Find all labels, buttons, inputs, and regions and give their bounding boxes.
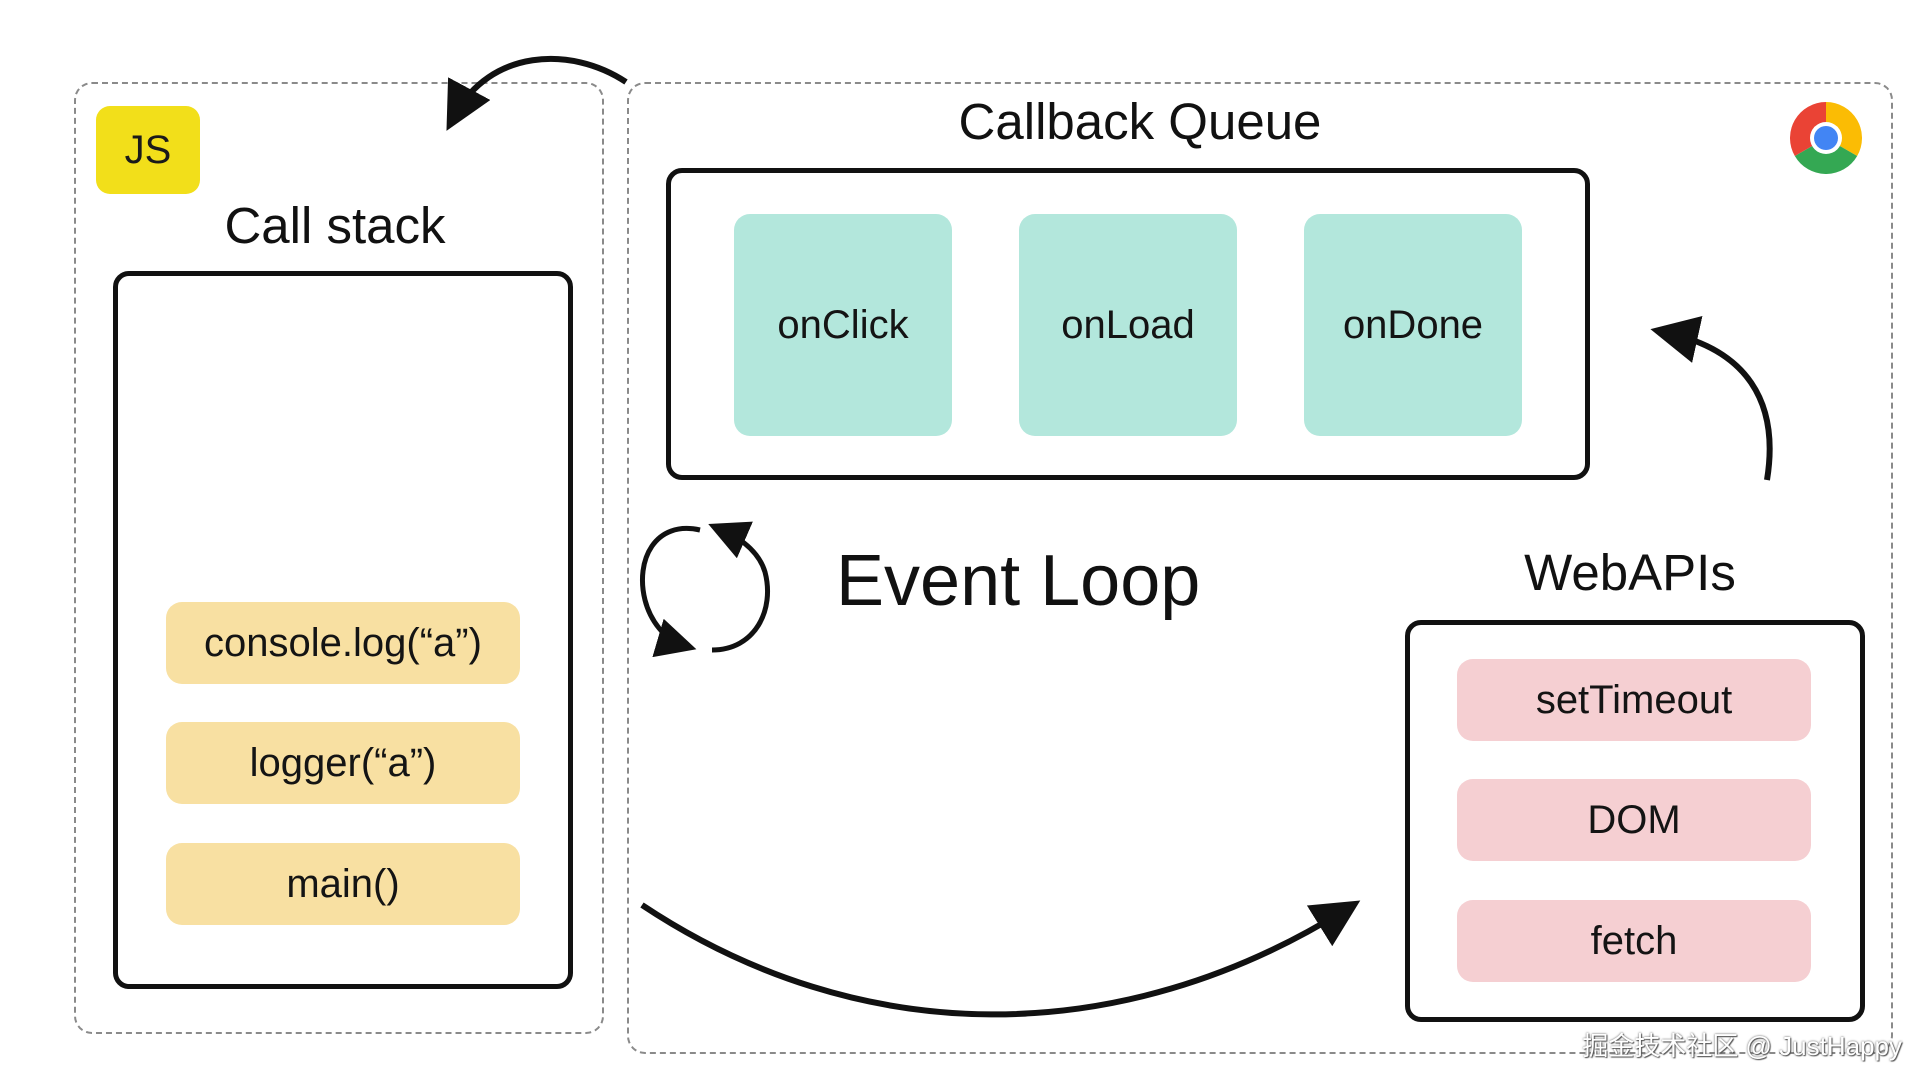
webapi-item-settimeout: setTimeout [1457, 659, 1811, 741]
browser-region [627, 82, 1893, 1054]
stack-frame-logger: logger(“a”) [166, 722, 520, 804]
js-logo-label: JS [124, 127, 172, 172]
stack-frame-console-log: console.log(“a”) [166, 602, 520, 684]
stack-frame-main: main() [166, 843, 520, 925]
queue-item-onload: onLoad [1019, 214, 1237, 436]
event-loop-cycle-icon [639, 521, 771, 658]
webapi-item-fetch: fetch [1457, 900, 1811, 982]
webapi-item-dom: DOM [1457, 779, 1811, 861]
call-stack-title: Call stack [224, 197, 446, 254]
watermark: 掘金技术社区 @ JustHappy [1582, 1031, 1902, 1061]
event-loop-label: Event Loop [836, 541, 1201, 621]
arrow-stack-from-queue [446, 55, 628, 131]
queue-item-ondone: onDone [1304, 214, 1522, 436]
js-engine-region [74, 82, 604, 1034]
js-logo: JS [96, 106, 200, 194]
queue-item-onclick: onClick [734, 214, 952, 436]
webapis-title: WebAPIs [1524, 544, 1736, 601]
callback-queue-title: Callback Queue [958, 93, 1322, 150]
chrome-icon [1790, 102, 1862, 174]
arrow-webapis-to-queue [1650, 316, 1773, 481]
arrow-stack-to-webapis [640, 900, 1361, 1018]
